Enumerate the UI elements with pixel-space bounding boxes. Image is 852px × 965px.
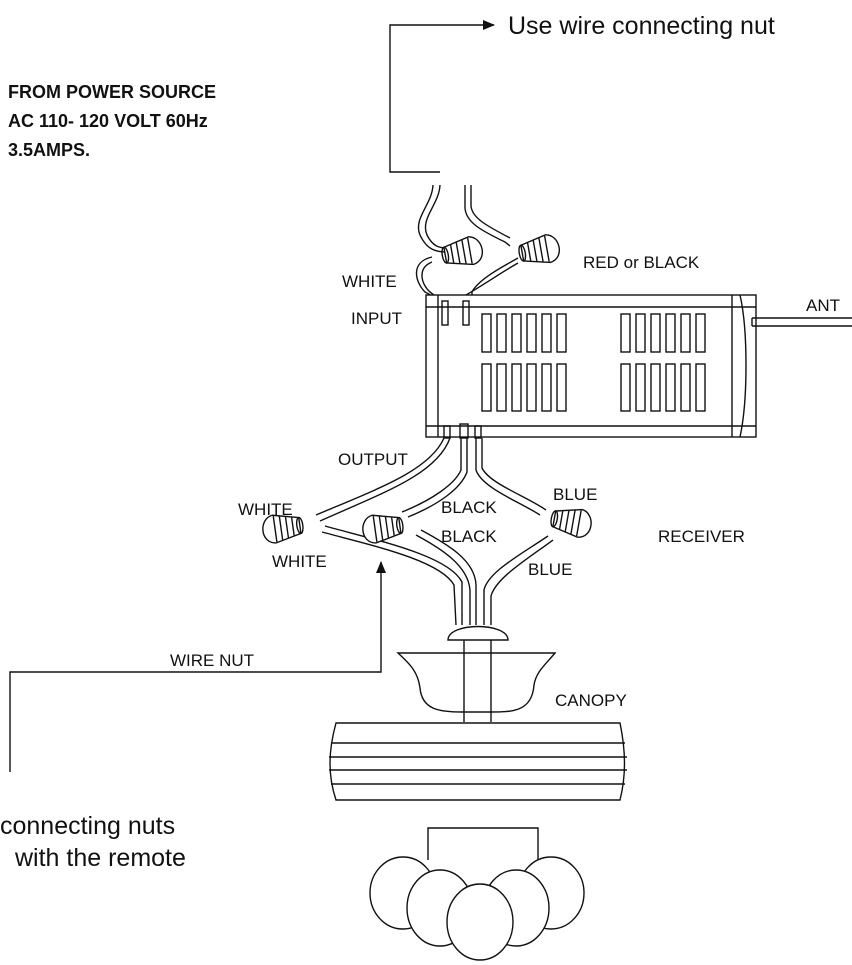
power-voltage-label: AC 110- 120 VOLT 60Hz xyxy=(8,111,208,131)
receiver-vents xyxy=(481,313,706,412)
white-wire-nut xyxy=(262,514,304,544)
power-source-label: FROM POWER SOURCE xyxy=(8,82,216,102)
top-wire-nut-note: Use wire connecting nut xyxy=(508,12,775,40)
light-kit xyxy=(369,827,585,961)
blue-wire-nut xyxy=(550,508,592,538)
antenna-wire xyxy=(751,317,852,327)
red-or-black-wire-label: RED or BLACK xyxy=(583,253,700,272)
bottom-note-line1: connecting nuts xyxy=(0,812,175,840)
output-label: OUTPUT xyxy=(338,450,408,469)
black-wire-nut xyxy=(362,514,404,544)
input-label: INPUT xyxy=(351,309,402,328)
top-callout-arrow xyxy=(389,20,495,173)
fan-wires xyxy=(321,525,554,626)
receiver-box xyxy=(425,294,757,439)
power-amps-label: 3.5AMPS. xyxy=(8,140,90,160)
input-wires xyxy=(415,184,519,326)
white-fan-wire-label: WHITE xyxy=(272,552,327,571)
bottom-note-line2: with the remote xyxy=(14,844,186,872)
white-output-wire-label: WHITE xyxy=(238,500,293,519)
fan-motor-housing xyxy=(329,722,627,801)
white-input-wire-label: WHITE xyxy=(342,272,397,291)
input-wire-nut-left xyxy=(441,236,483,266)
wire-nut-label: WIRE NUT xyxy=(170,651,254,670)
black-fan-wire-label: BLACK xyxy=(441,527,497,546)
canopy xyxy=(396,625,557,722)
wire-nut-callout-arrow xyxy=(9,561,386,772)
receiver-label: RECEIVER xyxy=(658,527,745,546)
canopy-label: CANOPY xyxy=(555,691,627,710)
output-wires xyxy=(315,437,547,522)
blue-output-wire-label: BLUE xyxy=(553,485,597,504)
input-wire-nut-right xyxy=(518,234,560,264)
black-output-wire-label: BLACK xyxy=(441,498,497,517)
antenna-label: ANT xyxy=(806,296,840,315)
blue-fan-wire-label: BLUE xyxy=(528,560,572,579)
